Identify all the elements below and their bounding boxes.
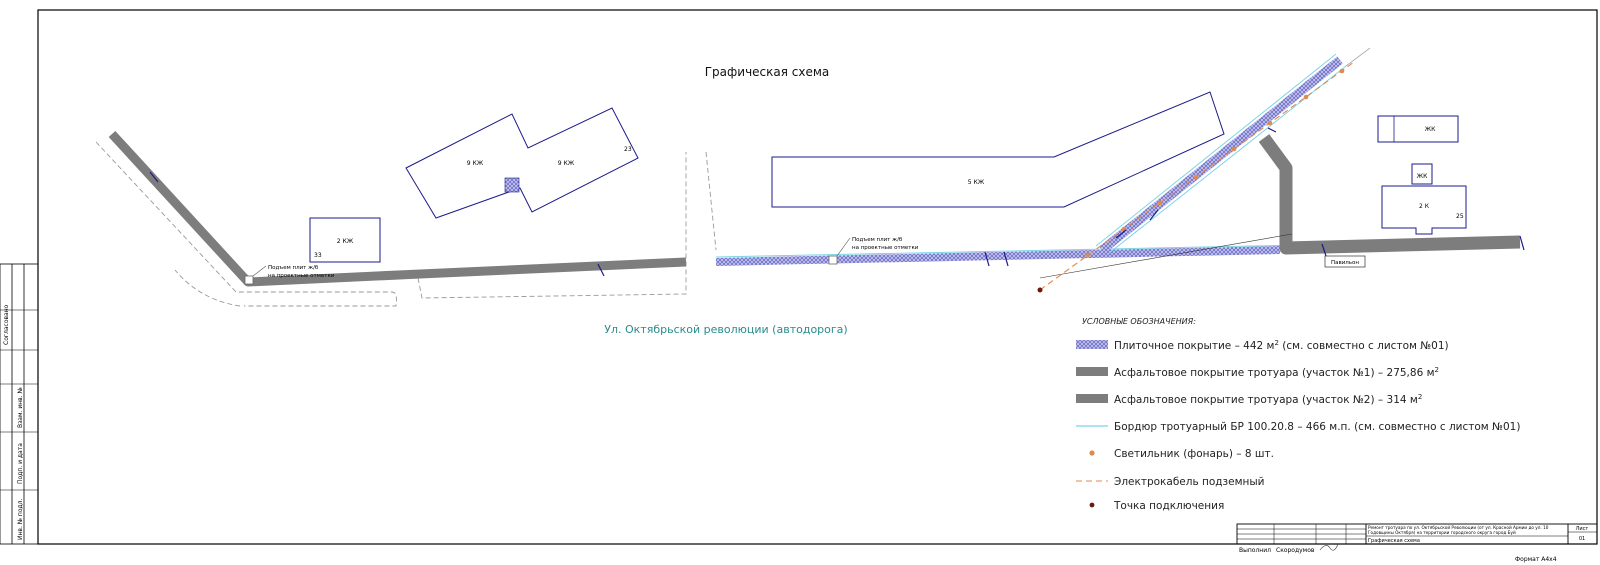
building-number: 25	[1456, 213, 1464, 220]
tile-pavement-main	[715, 246, 1281, 266]
lamp	[1303, 94, 1309, 100]
road-line-2	[1345, 47, 1371, 67]
legend-swatch-connection	[1089, 502, 1095, 508]
legend-swatch-asphalt-1	[1076, 367, 1108, 376]
building-9kzh: 9 КЖ 9 КЖ 23	[405, 107, 639, 219]
callout-text: Подъем плит ж/б	[268, 265, 319, 271]
building-label: 9 КЖ	[558, 160, 575, 167]
lamp	[1339, 68, 1345, 74]
lamp	[1157, 200, 1163, 206]
building-number: 23	[624, 146, 632, 153]
legend-item-4: Бордюр тротуарный БР 100.20.8 – 466 м.п.…	[1114, 421, 1520, 433]
building-label: 9 КЖ	[467, 160, 484, 167]
callout-raise-2: Подъем плит ж/б на проектные отметки	[836, 237, 919, 257]
legend-sup: 2	[1274, 339, 1278, 347]
lamp	[1085, 252, 1091, 258]
legend-item-3: Асфальтовое покрытие тротуара (участок №…	[1114, 393, 1422, 406]
project-line-1: Ремонт тротуара по ул. Октябрьской Револ…	[1368, 525, 1549, 530]
building-label: ЖК	[1417, 173, 1428, 180]
legend-heading: УСЛОВНЫЕ ОБОЗНАЧЕНИЯ:	[1082, 317, 1196, 326]
stamp-sign-date: Подп. и дата	[17, 443, 24, 484]
legend-text: Асфальтовое покрытие тротуара (участок №…	[1114, 367, 1435, 379]
callout-text: Подъем плит ж/б	[852, 237, 903, 243]
legend-swatch-lamp	[1089, 450, 1095, 456]
pavilion: Павильон	[1324, 255, 1366, 268]
legend-item-1: Плиточное покрытие – 442 м2 (см. совмест…	[1114, 339, 1449, 352]
building-2kzh: 2 КЖ 33	[309, 217, 381, 263]
legend-item-6: Электрокабель подземный	[1114, 476, 1265, 488]
lamp	[1267, 120, 1273, 126]
stamp-agreed: Согласовано	[3, 304, 10, 345]
building-2k: 2 К 25	[1381, 185, 1467, 235]
legend-swatch-tile	[1076, 340, 1108, 349]
legend-text: Асфальтовое покрытие тротуара (участок №…	[1114, 394, 1418, 406]
legend-item-5: Светильник (фонарь) – 8 шт.	[1114, 448, 1274, 460]
project-line-2: Годовщины Октября) на территории городск…	[1368, 530, 1516, 535]
page-title: Графическая схема	[705, 65, 830, 79]
sheet-label: Лист	[1576, 526, 1589, 532]
stamp-inv-number: Инв. № подл.	[17, 499, 24, 540]
author-name: Скородумов	[1276, 547, 1315, 554]
building-zhk-2: ЖК	[1411, 163, 1433, 185]
street-label: Ул. Октябрьской революции (автодорога)	[604, 323, 847, 336]
sheet-name: Графическая схема	[1368, 538, 1420, 544]
road-line	[1039, 233, 1293, 279]
building-label: 5 КЖ	[968, 179, 985, 186]
performed-label: Выполнил	[1239, 547, 1271, 554]
dimension-ticks	[149, 127, 1525, 277]
stamp-replace-inv: Взам. инв. №	[17, 387, 24, 428]
road-edges	[95, 141, 717, 307]
pavilion-label: Павильон	[1331, 260, 1359, 266]
raise-marker-2	[828, 255, 838, 265]
raise-marker-1	[244, 275, 254, 285]
building-label: 2 К	[1419, 203, 1430, 210]
curb-main	[715, 244, 1301, 258]
legend-swatch-asphalt-2	[1076, 394, 1108, 403]
legend-sup: 2	[1418, 393, 1422, 401]
format-label: Формат А4х4	[1515, 556, 1557, 563]
curb-diagonal-a	[1095, 53, 1337, 247]
legend-item-2: Асфальтовое покрытие тротуара (участок №…	[1114, 366, 1439, 379]
asphalt-section-1	[108, 130, 687, 287]
lamps	[1085, 68, 1345, 258]
connection-point	[1037, 287, 1043, 293]
legend-tail: (см. совместно с листом №01)	[1279, 340, 1449, 352]
stair-hatch	[504, 177, 520, 193]
building-label: 2 КЖ	[337, 238, 354, 245]
lamp	[1193, 174, 1199, 180]
building-5kzh: 5 КЖ	[771, 91, 1225, 208]
legend-sup: 2	[1435, 366, 1439, 374]
tile-pavement-diagonal	[1099, 56, 1343, 254]
callout-text: на проектные отметки	[852, 245, 919, 251]
legend-item-7: Точка подключения	[1113, 500, 1224, 512]
callout-raise-1: Подъем плит ж/б на проектные отметки	[252, 265, 335, 279]
callout-text: на проектные отметки	[268, 273, 335, 279]
building-label: ЖК	[1425, 126, 1436, 133]
sheet-number: 01	[1579, 536, 1585, 542]
asphalt-section-2	[1258, 134, 1521, 255]
legend: УСЛОВНЫЕ ОБОЗНАЧЕНИЯ: Плиточное покрытие…	[1076, 317, 1520, 512]
legend-text: Плиточное покрытие – 442 м	[1114, 340, 1274, 352]
side-stamp: Согласовано Взам. инв. № Подп. и дата Ин…	[0, 263, 39, 545]
building-zhk-1: ЖК	[1377, 115, 1459, 143]
title-block: Выполнил Скородумов Ремонт тротуара по у…	[1236, 523, 1598, 563]
lamp	[1231, 146, 1237, 152]
signature	[1319, 543, 1339, 551]
building-number: 33	[314, 252, 322, 259]
